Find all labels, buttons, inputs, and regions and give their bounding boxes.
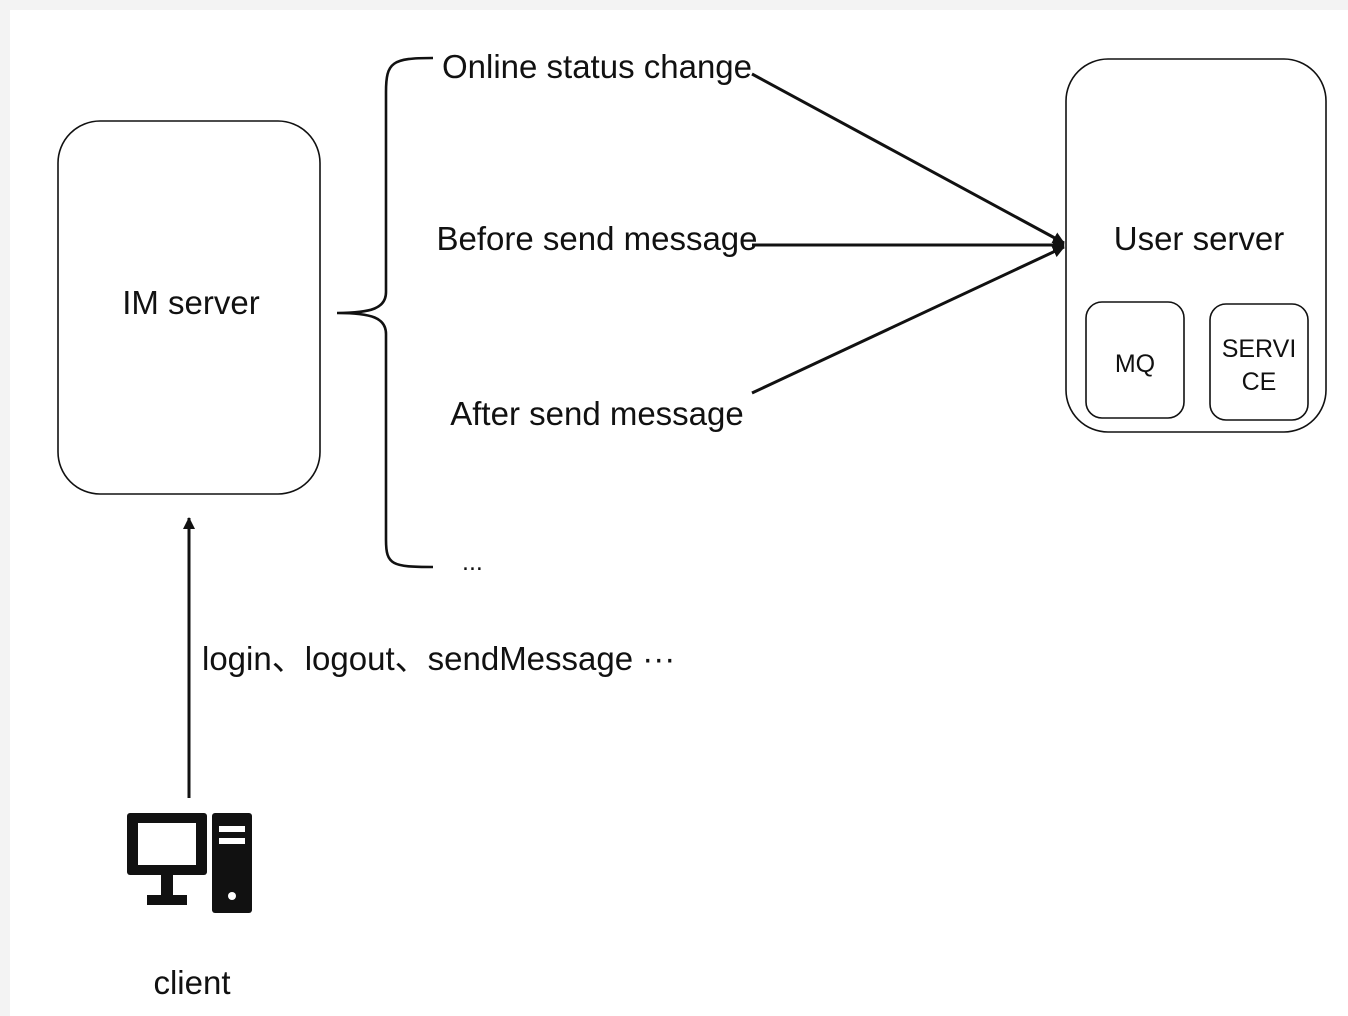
im-server-box xyxy=(57,120,321,495)
client-label: client xyxy=(153,964,230,1001)
client-actions-label: login、logout、sendMessage ··· xyxy=(202,640,675,677)
service-box xyxy=(1209,303,1309,421)
user-server-node: User server MQ SERVI CE xyxy=(1065,58,1327,433)
event-more-ellipsis: ... xyxy=(462,548,483,576)
service-label-line2: CE xyxy=(1242,368,1277,396)
service-label-line1: SERVI xyxy=(1222,335,1297,363)
user-server-label: User server xyxy=(1114,220,1285,257)
event-before-send-message: Before send message xyxy=(436,220,757,257)
im-server-label: IM server xyxy=(122,284,260,321)
arrow-after-send-to-user-server xyxy=(751,245,1065,395)
event-after-send-message: After send message xyxy=(450,395,744,432)
event-brace xyxy=(336,56,434,569)
mq-box xyxy=(1085,301,1185,419)
arrow-online-status-to-user-server xyxy=(751,72,1065,245)
im-server-node: IM server xyxy=(57,120,321,495)
event-online-status-change: Online status change xyxy=(442,48,752,85)
mq-label: MQ xyxy=(1115,350,1155,378)
desktop-computer-icon xyxy=(127,813,252,913)
